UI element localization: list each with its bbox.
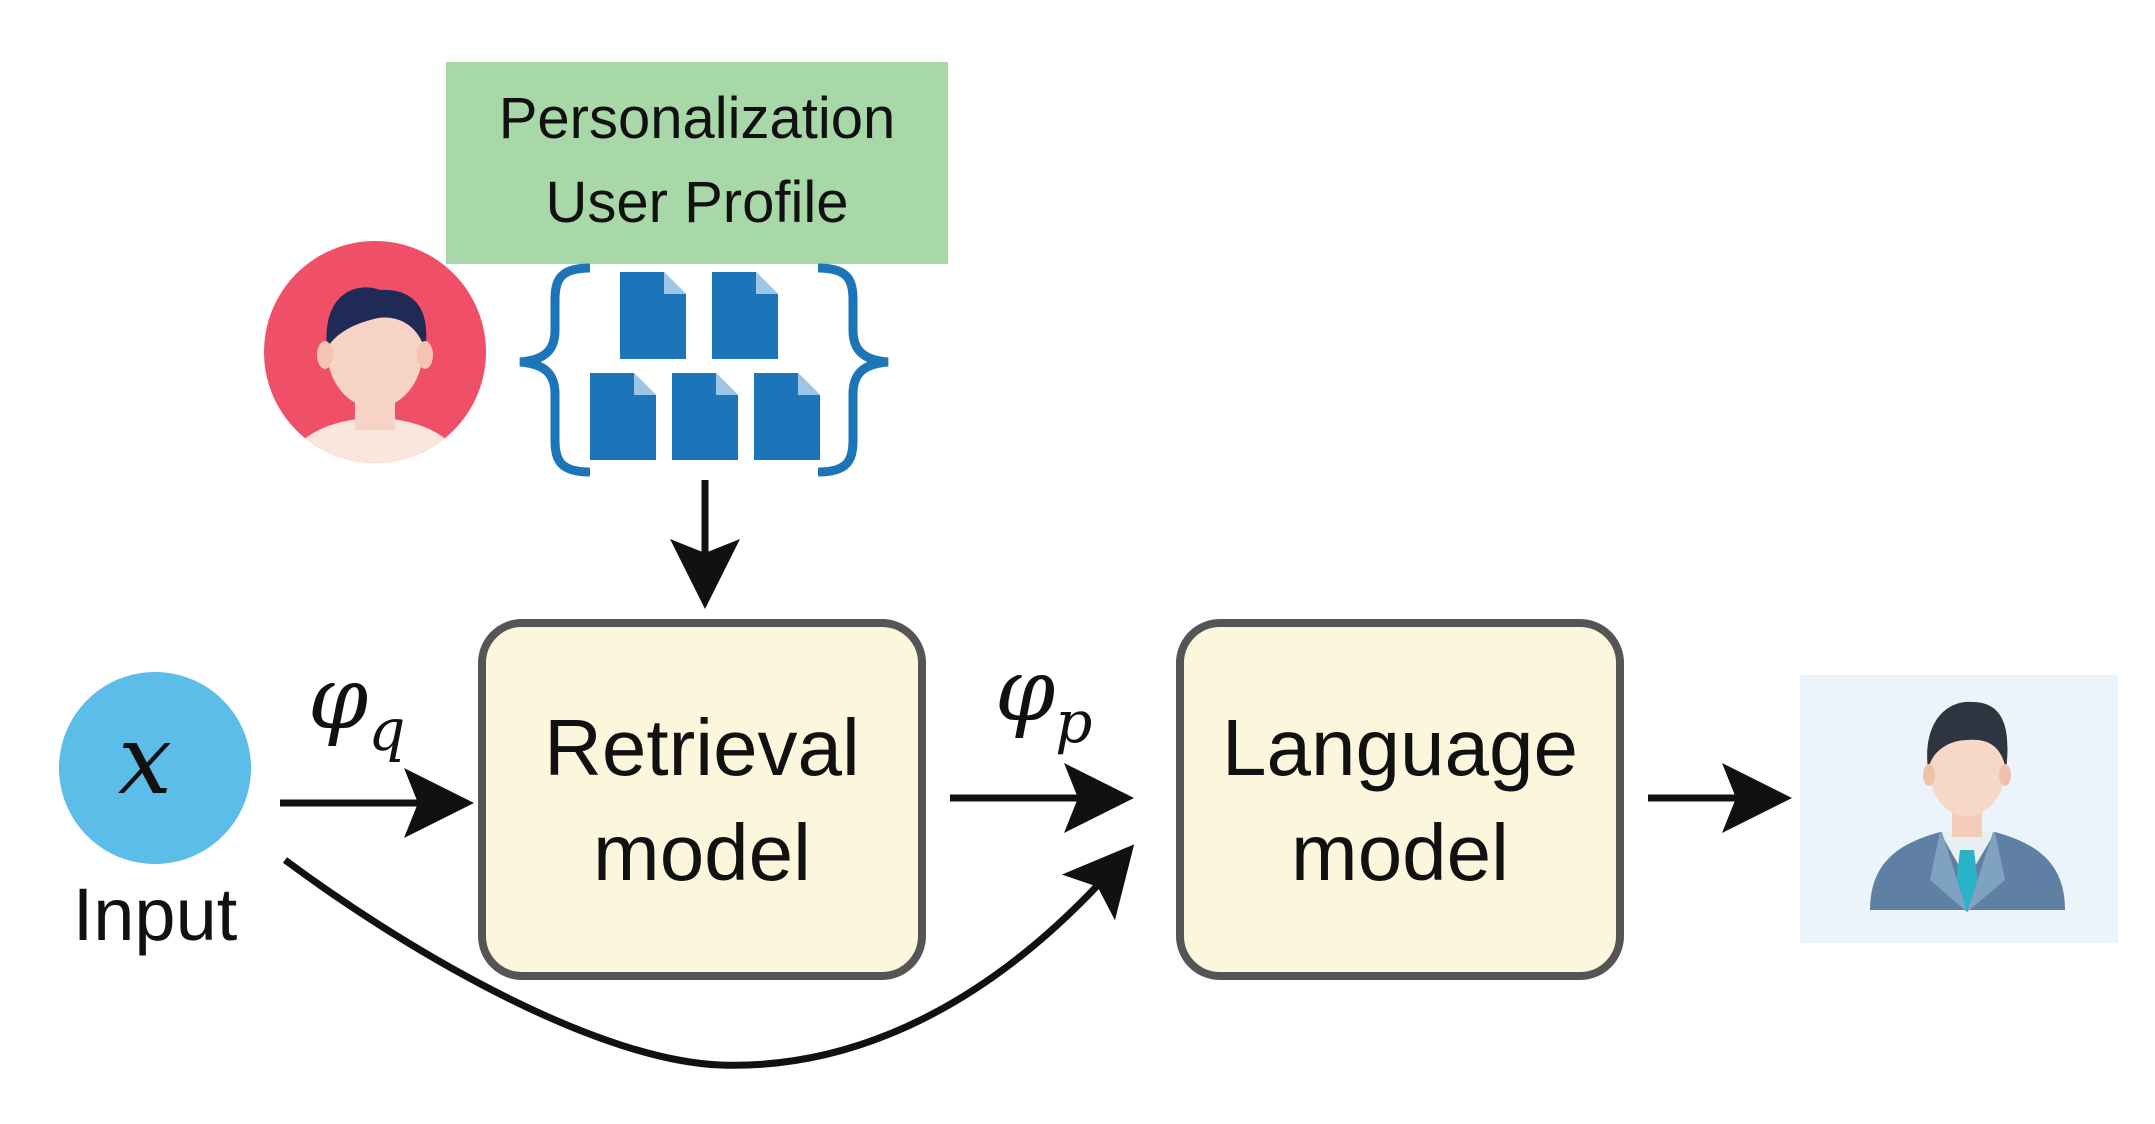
phi-q-base: φ — [308, 649, 368, 749]
phi-q-label: φq — [308, 649, 405, 764]
input-symbol: x — [118, 704, 172, 816]
output-person-icon — [1800, 675, 2118, 943]
document-icon — [620, 272, 686, 359]
input-to-language-curve — [282, 844, 1135, 1069]
input-node: x — [59, 672, 251, 864]
input-label: Input — [73, 873, 238, 956]
language-line1: Language — [1222, 703, 1578, 792]
phi-q-sub: q — [368, 696, 405, 764]
retrieval-model-box: Retrieval model — [478, 619, 926, 980]
document-icon — [590, 373, 656, 460]
phi-p-label: φp — [995, 641, 1092, 756]
retrieval-line2: model — [593, 808, 811, 897]
language-model-box: Language model — [1176, 619, 1624, 980]
document-icon — [712, 272, 778, 359]
phi-p-base: φ — [995, 641, 1055, 741]
profile-line1: Personalization — [499, 86, 896, 151]
profile-header-box: Personalization User Profile — [446, 62, 948, 264]
retrieval-line1: Retrieval — [544, 703, 860, 792]
document-icon — [672, 373, 738, 460]
phi-p-sub: p — [1055, 688, 1092, 756]
document-brace-group — [519, 263, 889, 477]
user-avatar-icon — [264, 241, 486, 463]
profile-line2: User Profile — [546, 170, 849, 235]
document-icon — [754, 373, 820, 460]
language-line2: model — [1291, 808, 1509, 897]
